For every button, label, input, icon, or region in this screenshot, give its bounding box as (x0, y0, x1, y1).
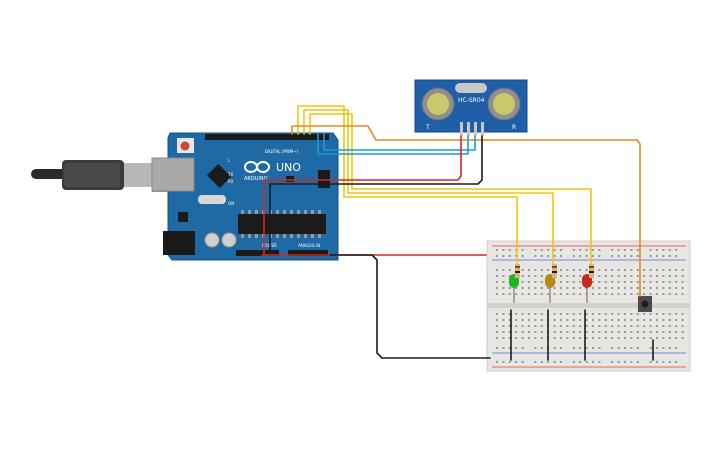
arduino-logo-text: ARDUINO (244, 176, 268, 182)
crystal (198, 195, 226, 204)
wire-black-sensor[interactable] (269, 135, 483, 256)
power-jack (163, 231, 195, 255)
sensor-model-label: HC-SR04 (458, 97, 485, 104)
resistor-2 (552, 264, 557, 278)
tx-label: TX (227, 172, 233, 177)
arduino-logo: ARDUINO (244, 161, 270, 182)
crystal-oscillator (455, 83, 487, 93)
wire-orange[interactable] (291, 125, 641, 297)
rx-label: RX (228, 179, 234, 184)
l-label: L (228, 158, 231, 163)
atmega-chip (238, 214, 326, 234)
on-label: ON (228, 201, 234, 206)
analog-header (288, 250, 328, 256)
hc-sr04-sensor[interactable]: HC-SR04 T R (414, 79, 528, 136)
power-header (236, 250, 279, 256)
sensor-t-label: T (425, 124, 430, 131)
wire-yellow-1[interactable] (297, 105, 518, 265)
sensor-pins (460, 122, 484, 136)
digital-label: DIGITAL (PWM~) (265, 149, 299, 154)
push-button[interactable] (638, 296, 652, 312)
wire-blue-1[interactable] (317, 133, 469, 155)
wire-black-ground[interactable] (329, 254, 491, 359)
sensor-r-label: R (512, 124, 516, 131)
wire-yellow-3[interactable] (309, 113, 592, 265)
capacitor-2 (221, 232, 237, 248)
capacitor-1 (204, 232, 220, 248)
board-model-label: UNO (276, 161, 301, 174)
resistor-1 (515, 264, 520, 278)
digital-header (205, 134, 329, 140)
resistor-3 (589, 264, 594, 278)
analog-in-label: ANALOG IN (298, 243, 320, 248)
wires (261, 105, 654, 361)
wire-yellow-2[interactable] (303, 109, 554, 265)
icsp-header (318, 170, 330, 188)
wire-blue-2[interactable] (323, 133, 476, 151)
wire-red-sensor[interactable] (263, 135, 462, 256)
usb-socket (151, 157, 195, 192)
center-channel (487, 303, 690, 308)
arduino-uno-board[interactable]: ARDUINO UNO DIGITAL (PWM~) POWER ANALOG … (151, 132, 339, 261)
